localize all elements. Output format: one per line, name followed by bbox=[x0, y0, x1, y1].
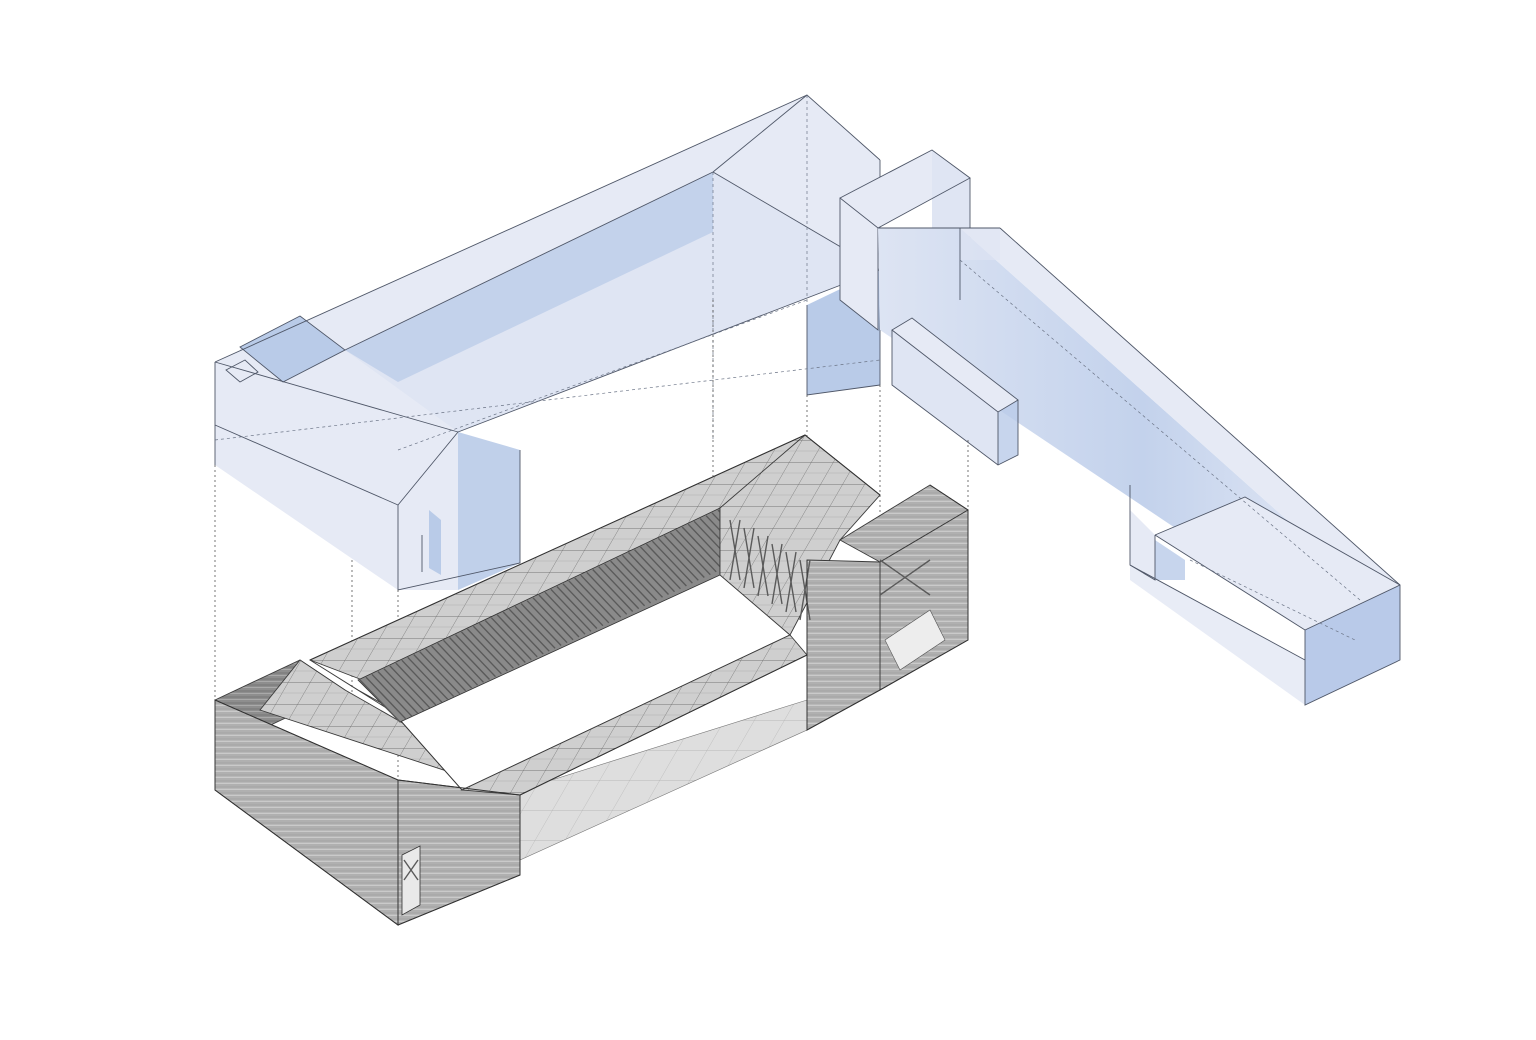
wall-slat bbox=[484, 620, 526, 663]
wall-slat bbox=[645, 543, 687, 587]
wall-slat bbox=[377, 671, 419, 714]
wall-slat bbox=[538, 594, 580, 638]
brace-member bbox=[799, 559, 811, 621]
wall-slat bbox=[407, 656, 449, 700]
wall-slat bbox=[627, 552, 670, 595]
wall-slat bbox=[681, 526, 723, 570]
wall-slat bbox=[633, 549, 676, 593]
wall-slat bbox=[562, 583, 604, 627]
wall-slat bbox=[651, 540, 693, 584]
wall-slat bbox=[544, 591, 586, 635]
east-wing-volume bbox=[839, 149, 1401, 706]
wall-slat bbox=[663, 535, 705, 578]
wall-slat bbox=[532, 597, 574, 641]
wall-slat bbox=[466, 628, 508, 672]
wall-slat bbox=[395, 662, 437, 706]
wall-slat bbox=[496, 614, 538, 658]
wall-slat bbox=[616, 557, 658, 601]
wall-slat bbox=[383, 668, 425, 712]
stair-block-bracing bbox=[729, 519, 931, 621]
wall-slat bbox=[460, 631, 502, 675]
wall-slat bbox=[419, 651, 461, 695]
wall-slat bbox=[389, 665, 431, 709]
wall-slat bbox=[365, 676, 407, 720]
wall-slat bbox=[425, 648, 467, 692]
wall-slat bbox=[478, 622, 520, 666]
wall-slat bbox=[490, 617, 532, 661]
wall-slat bbox=[437, 642, 479, 686]
wall-slat bbox=[657, 537, 699, 581]
wall-slat bbox=[639, 546, 681, 590]
existing-building-volume bbox=[214, 94, 881, 591]
wall-slat bbox=[550, 588, 592, 632]
wall-slat bbox=[508, 608, 550, 652]
wall-slat bbox=[621, 554, 664, 598]
brace-member bbox=[729, 519, 741, 581]
wall-slat bbox=[413, 654, 455, 697]
wall-slat bbox=[442, 639, 485, 683]
wall-slat bbox=[514, 605, 556, 649]
door-bracing bbox=[403, 859, 419, 881]
wall-slat bbox=[359, 679, 401, 723]
wall-slat bbox=[502, 611, 544, 655]
wall-slat bbox=[371, 673, 413, 717]
brace-member bbox=[771, 543, 783, 605]
wall-slat bbox=[401, 659, 443, 703]
wall-slat bbox=[556, 586, 598, 629]
wall-slat bbox=[604, 563, 646, 607]
brace-member bbox=[757, 535, 769, 597]
wall-slat bbox=[472, 625, 514, 669]
wall-slat bbox=[520, 603, 562, 646]
wall-slat bbox=[454, 634, 497, 678]
wall-slat bbox=[586, 571, 628, 615]
brace-member bbox=[785, 551, 797, 613]
wall-slat bbox=[675, 529, 717, 573]
wall-slat bbox=[448, 637, 491, 680]
wall-slat bbox=[568, 580, 610, 624]
wall-slat bbox=[592, 569, 634, 612]
wall-slat bbox=[669, 532, 711, 576]
wall-slat bbox=[431, 645, 473, 689]
brace-member bbox=[743, 527, 755, 589]
wall-slat bbox=[580, 574, 622, 618]
wall-slat bbox=[598, 566, 640, 610]
wall-slat bbox=[526, 600, 568, 644]
timber-insertion bbox=[214, 434, 969, 926]
wall-slat bbox=[574, 577, 616, 621]
wall-slat bbox=[610, 560, 652, 604]
